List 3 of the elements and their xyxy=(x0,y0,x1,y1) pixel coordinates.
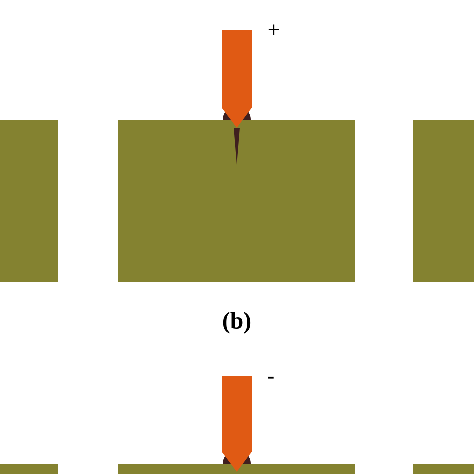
polarity-sign: - xyxy=(268,376,274,379)
panel-label: (b) xyxy=(223,312,251,334)
polarity-sign: + xyxy=(268,24,280,36)
